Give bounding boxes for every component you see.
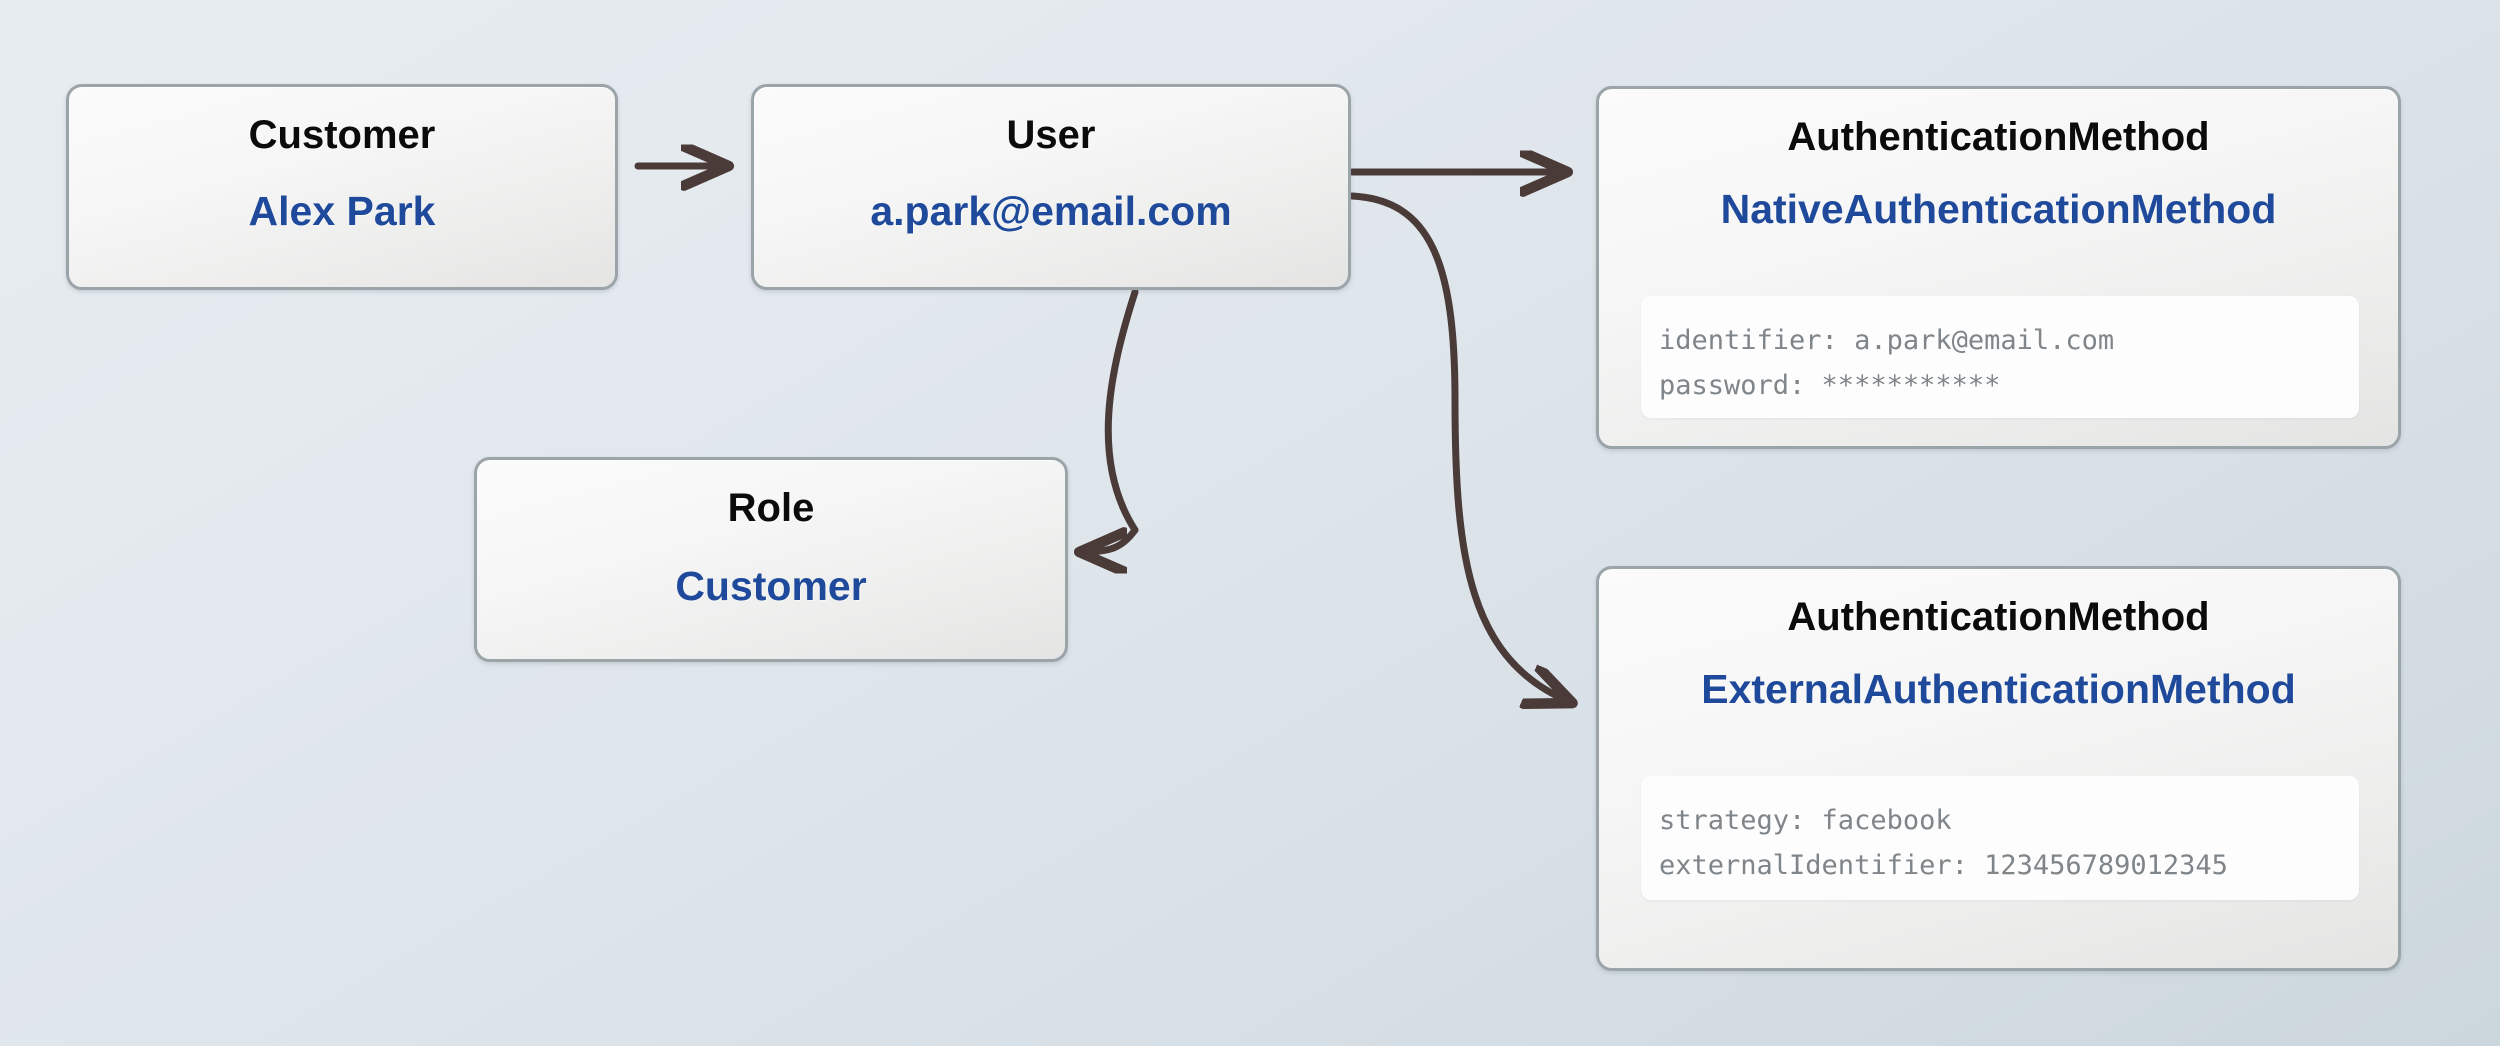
node-native-authentication-method-value: NativeAuthenticationMethod <box>1720 186 2277 232</box>
edge-user-to-role-tail <box>1082 526 1139 552</box>
node-external-authentication-method-value: ExternalAuthenticationMethod <box>1701 666 2296 712</box>
attribute-strategy: strategy: facebook <box>1659 805 1952 836</box>
native-authentication-method-attribute-panel: identifier: a.park@email.com password: *… <box>1641 296 2359 418</box>
node-customer-value: Alex Park <box>248 188 436 234</box>
node-user-value: a.park@email.com <box>870 188 1232 234</box>
node-user[interactable]: User a.park@email.com <box>751 84 1351 290</box>
node-role-title: Role <box>727 486 815 530</box>
node-external-authentication-method-title: AuthenticationMethod <box>1787 595 2210 639</box>
edge-user-to-role <box>1104 288 1139 534</box>
attribute-external-identifier: externalIdentifier: 123456789012345 <box>1659 850 2228 881</box>
attribute-password: password: *********** <box>1659 370 2001 401</box>
node-external-authentication-method[interactable]: AuthenticationMethod ExternalAuthenticat… <box>1596 566 2401 971</box>
node-native-authentication-method[interactable]: AuthenticationMethod NativeAuthenticatio… <box>1596 86 2401 449</box>
node-role[interactable]: Role Customer <box>474 457 1068 662</box>
external-authentication-method-attribute-panel: strategy: facebook externalIdentifier: 1… <box>1641 776 2359 900</box>
edge-user-to-external-auth <box>1348 192 1570 702</box>
node-customer[interactable]: Customer Alex Park <box>66 84 618 290</box>
node-role-value: Customer <box>675 563 867 609</box>
node-customer-title: Customer <box>248 113 436 157</box>
attribute-identifier: identifier: a.park@email.com <box>1659 325 2115 356</box>
node-user-title: User <box>1006 113 1096 157</box>
node-native-authentication-method-title: AuthenticationMethod <box>1787 115 2210 159</box>
